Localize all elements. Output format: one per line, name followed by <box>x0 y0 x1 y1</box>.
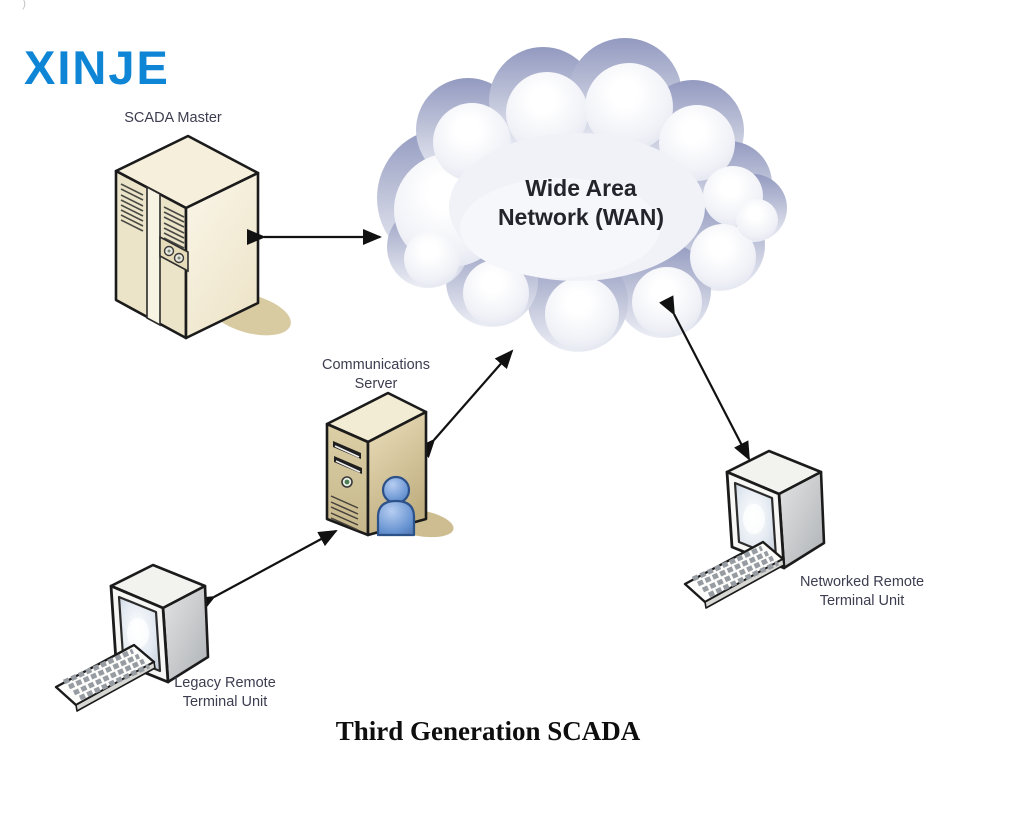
comm-server-label-line2: Server <box>354 375 398 392</box>
networked-rtu-label-line1: Networked Remote <box>799 574 925 590</box>
wan-label-line1: Wide Area <box>525 175 637 201</box>
server-button-panel <box>159 235 189 273</box>
communications-server-label: Communications Server <box>322 356 430 394</box>
wan-label: Wide Area Network (WAN) <box>498 174 664 232</box>
drive-bays <box>333 441 362 474</box>
connection-arrows <box>195 229 750 613</box>
communications-server-icon <box>325 391 454 538</box>
scada-master-label-text: SCADA Master <box>124 110 222 126</box>
arrow-commserver-wan <box>416 349 514 459</box>
arrow-legacyrtu-commserver <box>195 530 338 613</box>
legacy-rtu-label: Legacy Remote Terminal Unit <box>174 674 276 712</box>
networked-rtu-label: Networked Remote Terminal Unit <box>800 573 924 611</box>
scada-master-server-icon <box>114 134 291 340</box>
legacy-rtu-label-line1: Legacy Remote <box>174 675 276 691</box>
networked-rtu-label-line2: Terminal Unit <box>819 592 905 609</box>
comm-server-label-line1: Communications <box>322 357 430 373</box>
legacy-rtu-label-line2: Terminal Unit <box>182 693 268 710</box>
corner-artifact-mark: ) <box>22 0 26 10</box>
wan-cloud-icon <box>377 38 787 352</box>
keyboard-icon <box>56 645 155 711</box>
scada-master-label: SCADA Master <box>124 109 222 128</box>
keyboard-icon <box>685 542 784 608</box>
crt-monitor-icon <box>725 449 826 570</box>
xinje-logo: XINJE <box>24 41 170 94</box>
wan-label-line2: Network (WAN) <box>497 203 665 230</box>
server-vent-lines <box>330 495 359 531</box>
arrow-wan-networkedrtu <box>659 295 750 461</box>
diagram-title: Third Generation SCADA <box>335 716 641 746</box>
user-person-icon <box>376 475 416 537</box>
